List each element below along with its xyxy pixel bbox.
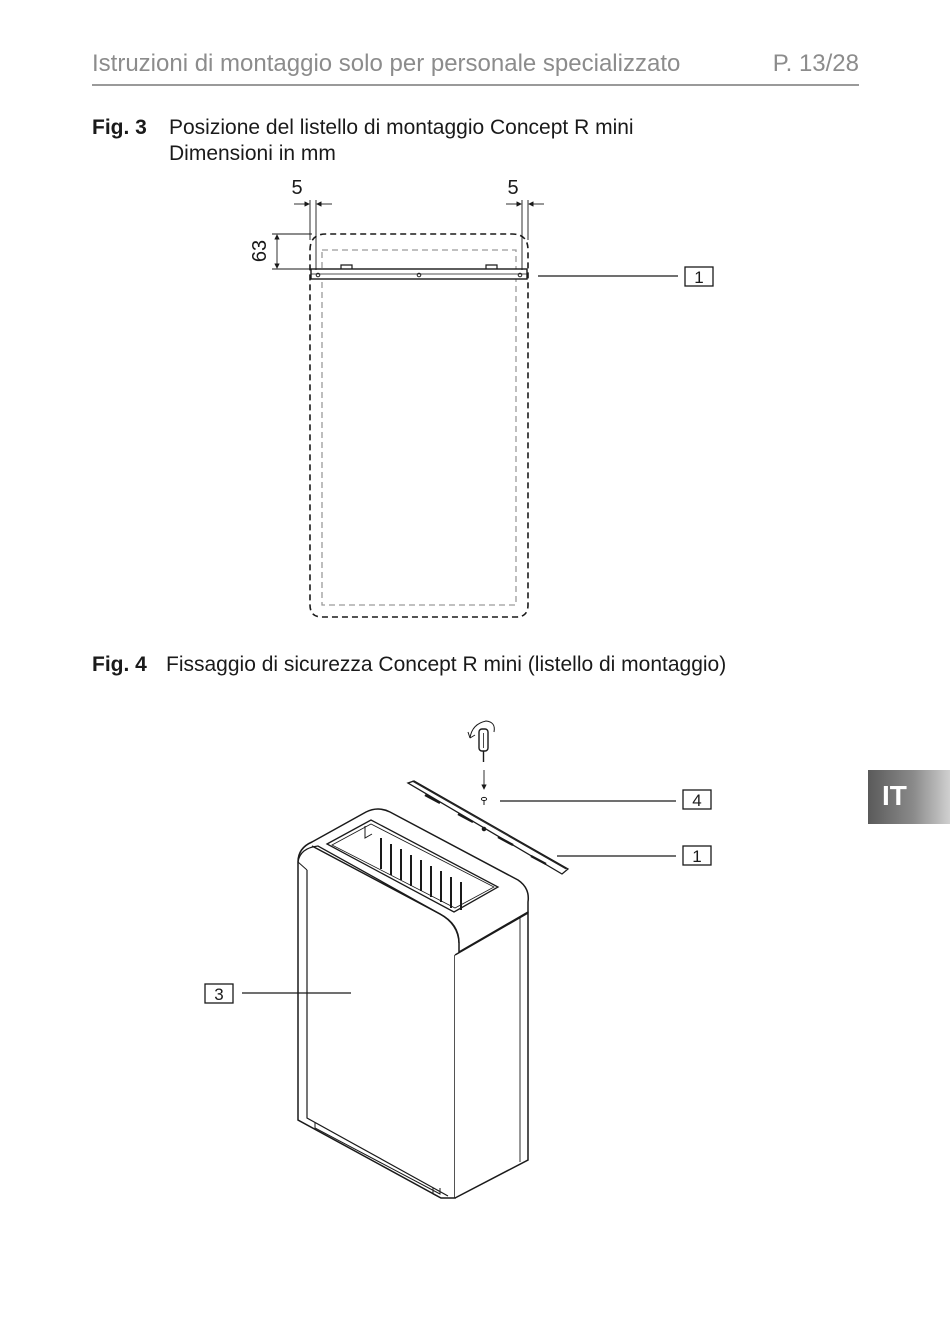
- heater-outline-outer: [309, 233, 529, 618]
- fig3-drawing: [272, 200, 714, 618]
- fig4-caption: Fig. 4 Fissaggio di sicurezza Concept R …: [92, 653, 792, 681]
- heater-outline-inner: [321, 249, 517, 606]
- fig4-callout-1-box: [682, 845, 712, 866]
- screw-icon: [480, 796, 488, 805]
- fig4-callout-4-box: [682, 789, 712, 810]
- screwdriver-icon: [467, 720, 495, 790]
- fig3-label: Fig. 3: [92, 116, 147, 139]
- heater-body: [297, 808, 530, 1199]
- strip-hole-center: [416, 272, 422, 278]
- header-title: Istruzioni di montaggio solo per persona…: [92, 50, 681, 77]
- language-tab-label: IT: [882, 780, 907, 811]
- fig4-label: Fig. 4: [92, 653, 147, 676]
- fig4-caption-text: Fissaggio di sicurezza Concept R mini (l…: [166, 653, 727, 676]
- page-header: Istruzioni di montaggio solo per persona…: [92, 48, 859, 86]
- strip-hook-left: [340, 264, 353, 269]
- strip-hook-right: [485, 264, 498, 269]
- fig4-drawing: [204, 720, 712, 1199]
- fig3-dim-right: 5: [507, 177, 518, 199]
- strip-hole-left: [315, 272, 321, 278]
- strip-hole-right: [517, 272, 523, 278]
- fig3-caption-line1: Posizione del listello di montaggio Conc…: [169, 116, 634, 139]
- heater-grille: [380, 838, 462, 910]
- fig4-callout-3-box: [204, 983, 234, 1004]
- fig3-dim-height: 63: [249, 240, 271, 262]
- fig3-callout-1: 1: [694, 268, 703, 287]
- fig3-caption-line2: Dimensioni in mm: [169, 142, 336, 165]
- fig4-callout-3: 3: [214, 985, 223, 1004]
- fig3-caption: Fig. 3 Posizione del listello di montagg…: [92, 116, 792, 172]
- language-tab: IT: [868, 770, 950, 824]
- fig3-dim-left: 5: [291, 177, 302, 199]
- page-number: P. 13/28: [772, 50, 859, 77]
- fig3-callout-1-box: [684, 266, 714, 287]
- fig4-mounting-strip: [406, 780, 570, 875]
- fig4-callout-1: 1: [692, 847, 701, 866]
- fig4-callout-4: 4: [692, 791, 701, 810]
